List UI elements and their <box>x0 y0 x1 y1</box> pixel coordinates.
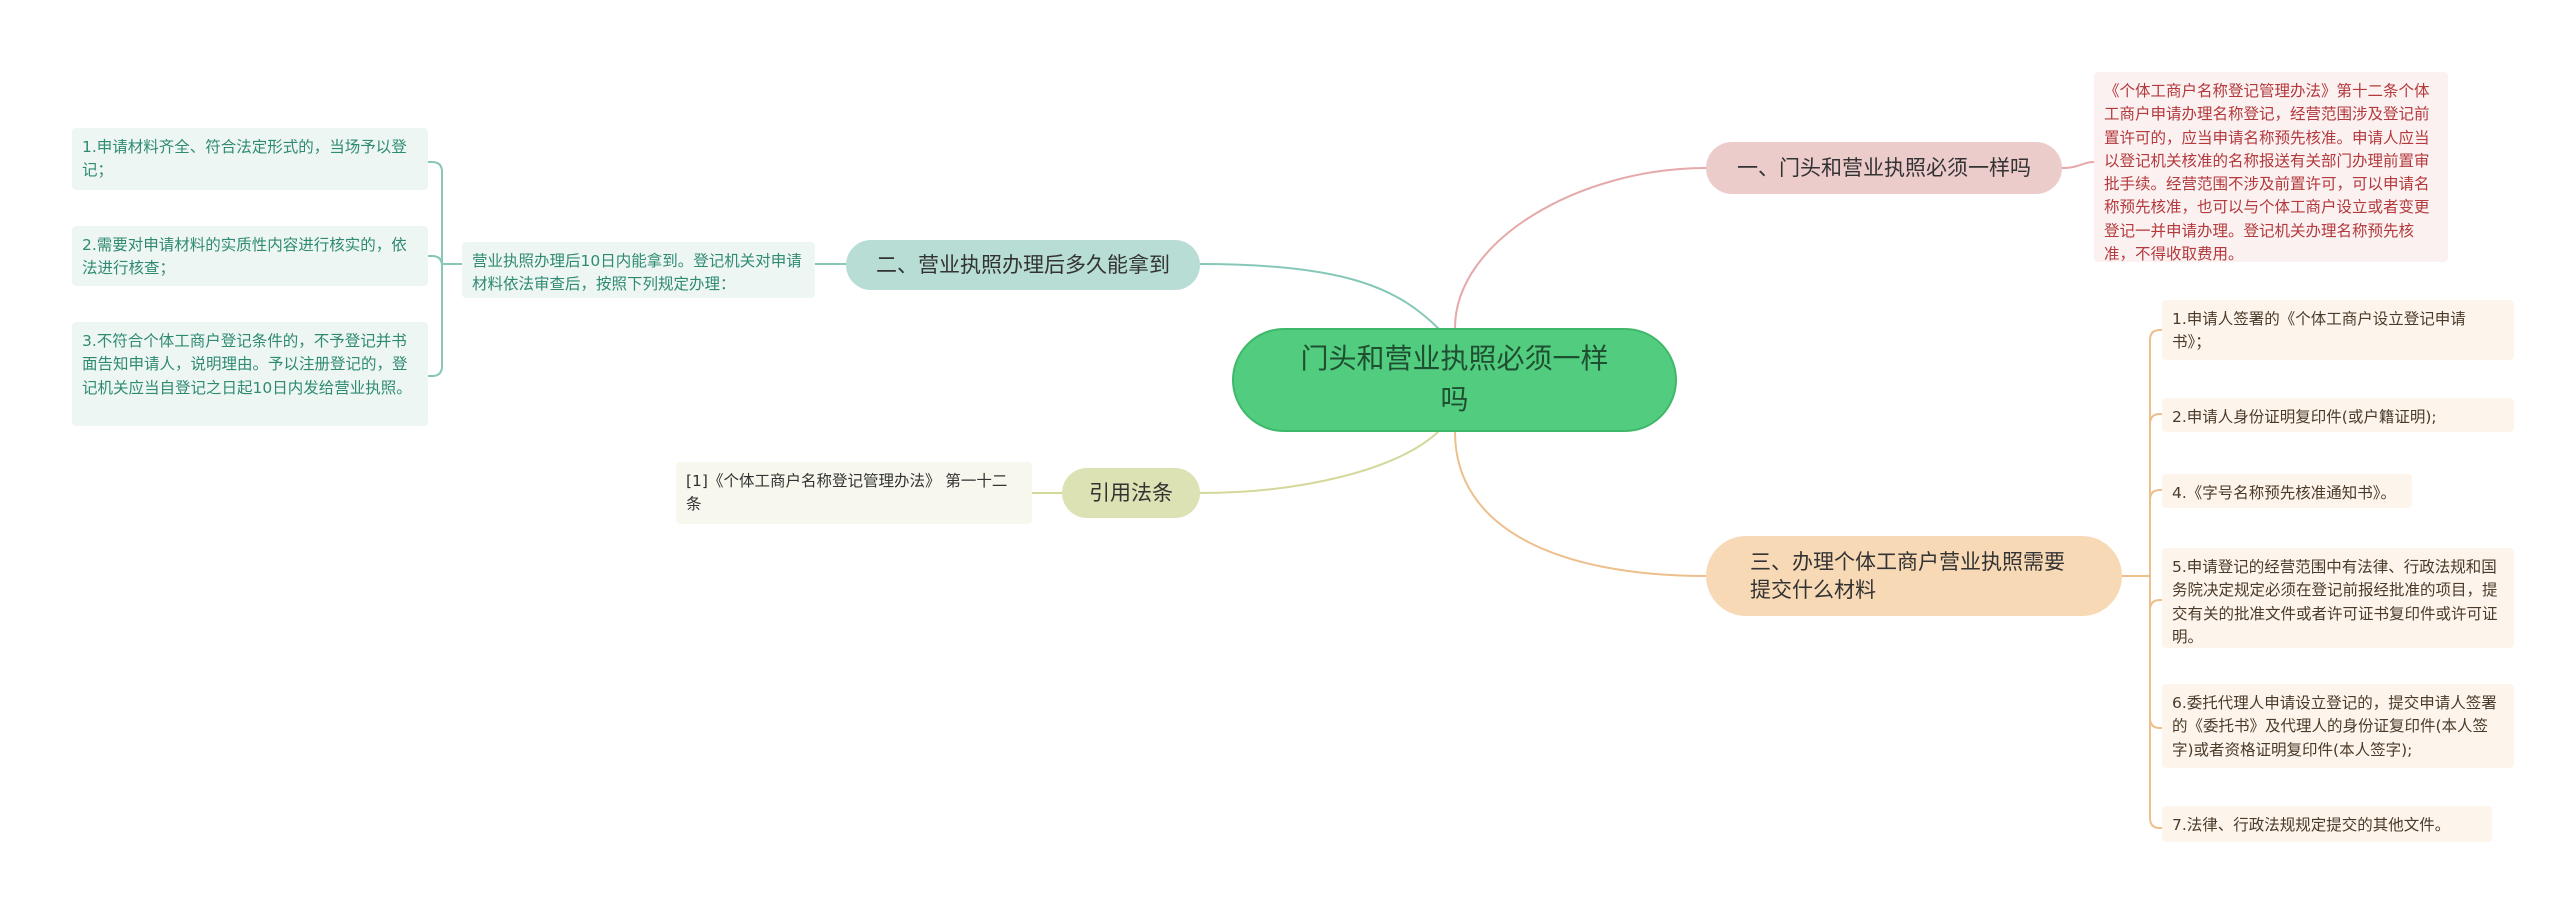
branch-b1-topic[interactable]: 一、门头和营业执照必须一样吗 <box>1706 142 2062 194</box>
branch-b2-item-3[interactable]: 3.不符合个体工商户登记条件的，不予登记并书面告知申请人，说明理由。予以注册登记… <box>72 322 428 426</box>
edge-b3-item6 <box>2149 576 2162 729</box>
branch-b3-item-6[interactable]: 6.委托代理人申请设立登记的，提交申请人签署的《委托书》及代理人的身份证复印件(… <box>2162 684 2514 768</box>
branch-b3-item-1[interactable]: 1.申请人签署的《个体工商户设立登记申请书》； <box>2162 300 2514 360</box>
branch-b2-detail-card[interactable]: 营业执照办理后10日内能拿到。登记机关对申请材料依法审查后，按照下列规定办理： <box>462 242 815 298</box>
edge-b2-item3 <box>428 264 443 377</box>
ref-item-1[interactable]: [1]《个体工商户名称登记管理办法》 第一十二条 <box>676 462 1032 524</box>
edge-b2-item1 <box>428 161 443 264</box>
branch-b3-item-2[interactable]: 2.申请人身份证明复印件(或户籍证明); <box>2162 398 2514 432</box>
branch-b3-item-5[interactable]: 5.申请登记的经营范围中有法律、行政法规和国务院决定规定必须在登记前报经批准的项… <box>2162 548 2514 648</box>
branch-b3-item-4[interactable]: 4.《字号名称预先核准通知书》。 <box>2162 474 2412 508</box>
edge-root-b1 <box>1454 167 1707 329</box>
branch-ref-topic[interactable]: 引用法条 <box>1062 468 1200 518</box>
edge-root-ref <box>1199 429 1441 494</box>
edge-root-b2 <box>1199 263 1441 331</box>
edge-b3-item2 <box>2149 413 2162 576</box>
branch-b2-item-1[interactable]: 1.申请材料齐全、符合法定形式的，当场予以登记； <box>72 128 428 190</box>
edge-b3-item5 <box>2149 576 2162 611</box>
branch-b2-topic[interactable]: 二、营业执照办理后多久能拿到 <box>846 240 1200 290</box>
edge-b3-item1 <box>2149 329 2162 576</box>
edge-b3-item7 <box>2149 576 2162 829</box>
branch-b1-detail-card[interactable]: 《个体工商户名称登记管理办法》第十二条个体工商户申请办理名称登记，经营范围涉及登… <box>2094 72 2448 263</box>
root-topic[interactable]: 门头和营业执照必须一样吗 <box>1232 328 1677 432</box>
edge-b1-detail <box>2061 161 2095 169</box>
branch-b3-item-7[interactable]: 7.法律、行政法规规定提交的其他文件。 <box>2162 806 2492 842</box>
edge-b3-item4 <box>2149 489 2162 576</box>
edge-root-b3 <box>1454 431 1707 577</box>
branch-b3-topic[interactable]: 三、办理个体工商户营业执照需要提交什么材料 <box>1706 536 2122 616</box>
edge-b2-item2 <box>428 255 443 267</box>
branch-b2-item-2[interactable]: 2.需要对申请材料的实质性内容进行核实的，依法进行核查； <box>72 226 428 286</box>
